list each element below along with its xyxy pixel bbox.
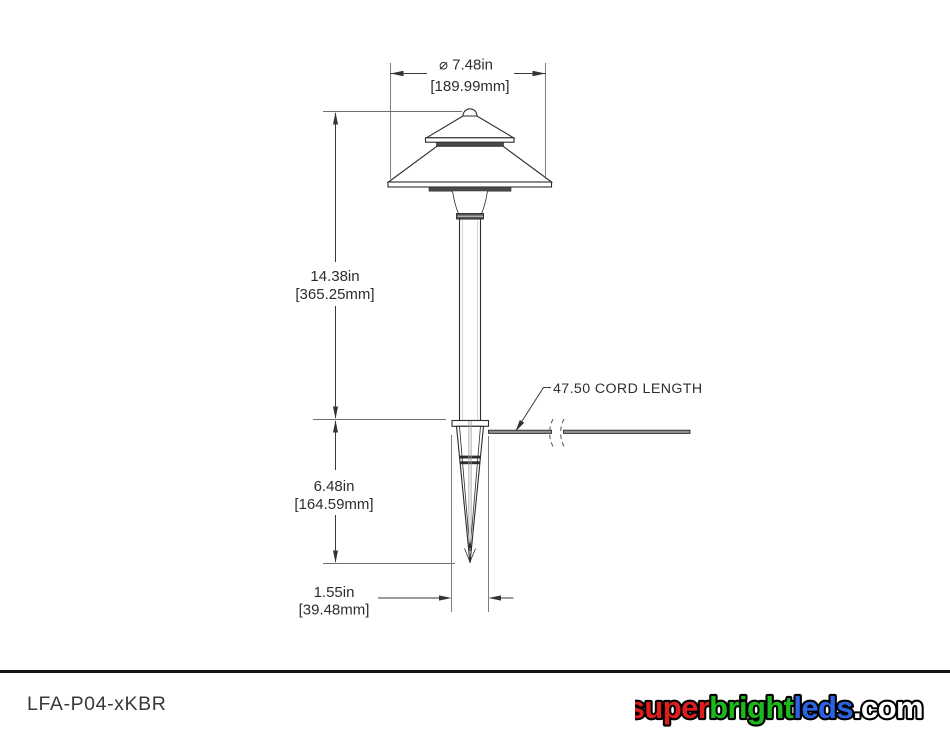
fixture-stem [451, 218, 490, 427]
cap-upper-cone [424, 115, 516, 139]
stake-tip-dot [468, 542, 472, 550]
cap-lower-cone [386, 145, 554, 183]
cap-finial-dome [462, 108, 478, 117]
cord-callout: 47.50 CORD LENGTH [515, 381, 703, 432]
neck-right-edge [481, 191, 488, 214]
cap-upper-rim [424, 137, 515, 143]
diameter-dimension: ⌀ 7.48in [189.99mm] [390, 57, 546, 179]
stake-width-value-mm: [39.48mm] [299, 602, 370, 619]
height-arrow-top [333, 112, 338, 125]
ground-stake [455, 421, 485, 564]
brand-logo: superbrightleds.com [635, 688, 925, 727]
height-value-in: 14.38in [310, 268, 359, 285]
stake-spike [455, 425, 485, 564]
fixture-neck [452, 191, 488, 220]
stake-width-dimension: 1.55in [39.48mm] [299, 435, 514, 619]
neck-left-edge [452, 191, 459, 214]
brand-logo-bright: bright [709, 690, 793, 725]
power-cord [488, 418, 691, 447]
stake-depth-arrow-top [333, 420, 338, 433]
footer-divider [0, 670, 950, 673]
stake-width-arrow-left [439, 595, 452, 601]
brand-logo-text: superbrightleds.com [635, 690, 923, 725]
brand-logo-com: .com [853, 690, 923, 725]
stake-barb-lower [459, 461, 481, 465]
cord-leader-line [515, 387, 551, 431]
diameter-value-in: ⌀ 7.48in [439, 57, 493, 74]
stake-depth-arrow-bottom [333, 550, 338, 563]
stake-depth-dimension: 6.48in [164.59mm] [294, 420, 455, 564]
stem-ground-flange [451, 419, 490, 427]
height-value-mm: [365.25mm] [295, 286, 374, 303]
stake-depth-value-in: 6.48in [314, 478, 355, 495]
fixture-cap [386, 108, 554, 192]
cord-break-arc-right [560, 418, 565, 447]
diameter-arrow-right [532, 70, 546, 77]
cord-segment-left [488, 429, 552, 434]
path-light-fixture [386, 108, 691, 564]
stake-depth-value-mm: [164.59mm] [294, 496, 373, 513]
height-dimension: 14.38in [365.25mm] [295, 111, 462, 419]
neck-body [452, 191, 488, 214]
cap-lower-underside [428, 186, 512, 192]
cap-upper-underside [436, 142, 504, 147]
stake-inner-wall-right [469, 426, 481, 552]
height-arrow-bottom [333, 406, 338, 419]
stake-inner-wall-left [459, 426, 471, 552]
part-number: LFA-P04-xKBR [27, 693, 167, 715]
technical-drawing: ⌀ 7.48in [189.99mm] 14.38in [365.25mm] 6… [294, 57, 703, 619]
brand-logo-leds: leds [793, 690, 853, 725]
brand-logo-super: super [635, 690, 710, 725]
cord-length-label: 47.50 CORD LENGTH [553, 381, 703, 397]
cap-lower-rim [387, 181, 553, 188]
diameter-value-mm: [189.99mm] [430, 78, 509, 95]
cord-break-arc-left [549, 418, 554, 447]
stake-barb-upper [459, 455, 481, 459]
cord-segment-right [563, 429, 691, 434]
stake-tip-inner-v [464, 548, 476, 564]
cord-leader-arrow [515, 420, 525, 432]
diameter-arrow-left [390, 70, 404, 77]
stake-width-arrow-right [488, 595, 501, 601]
stake-width-value-in: 1.55in [314, 584, 355, 601]
